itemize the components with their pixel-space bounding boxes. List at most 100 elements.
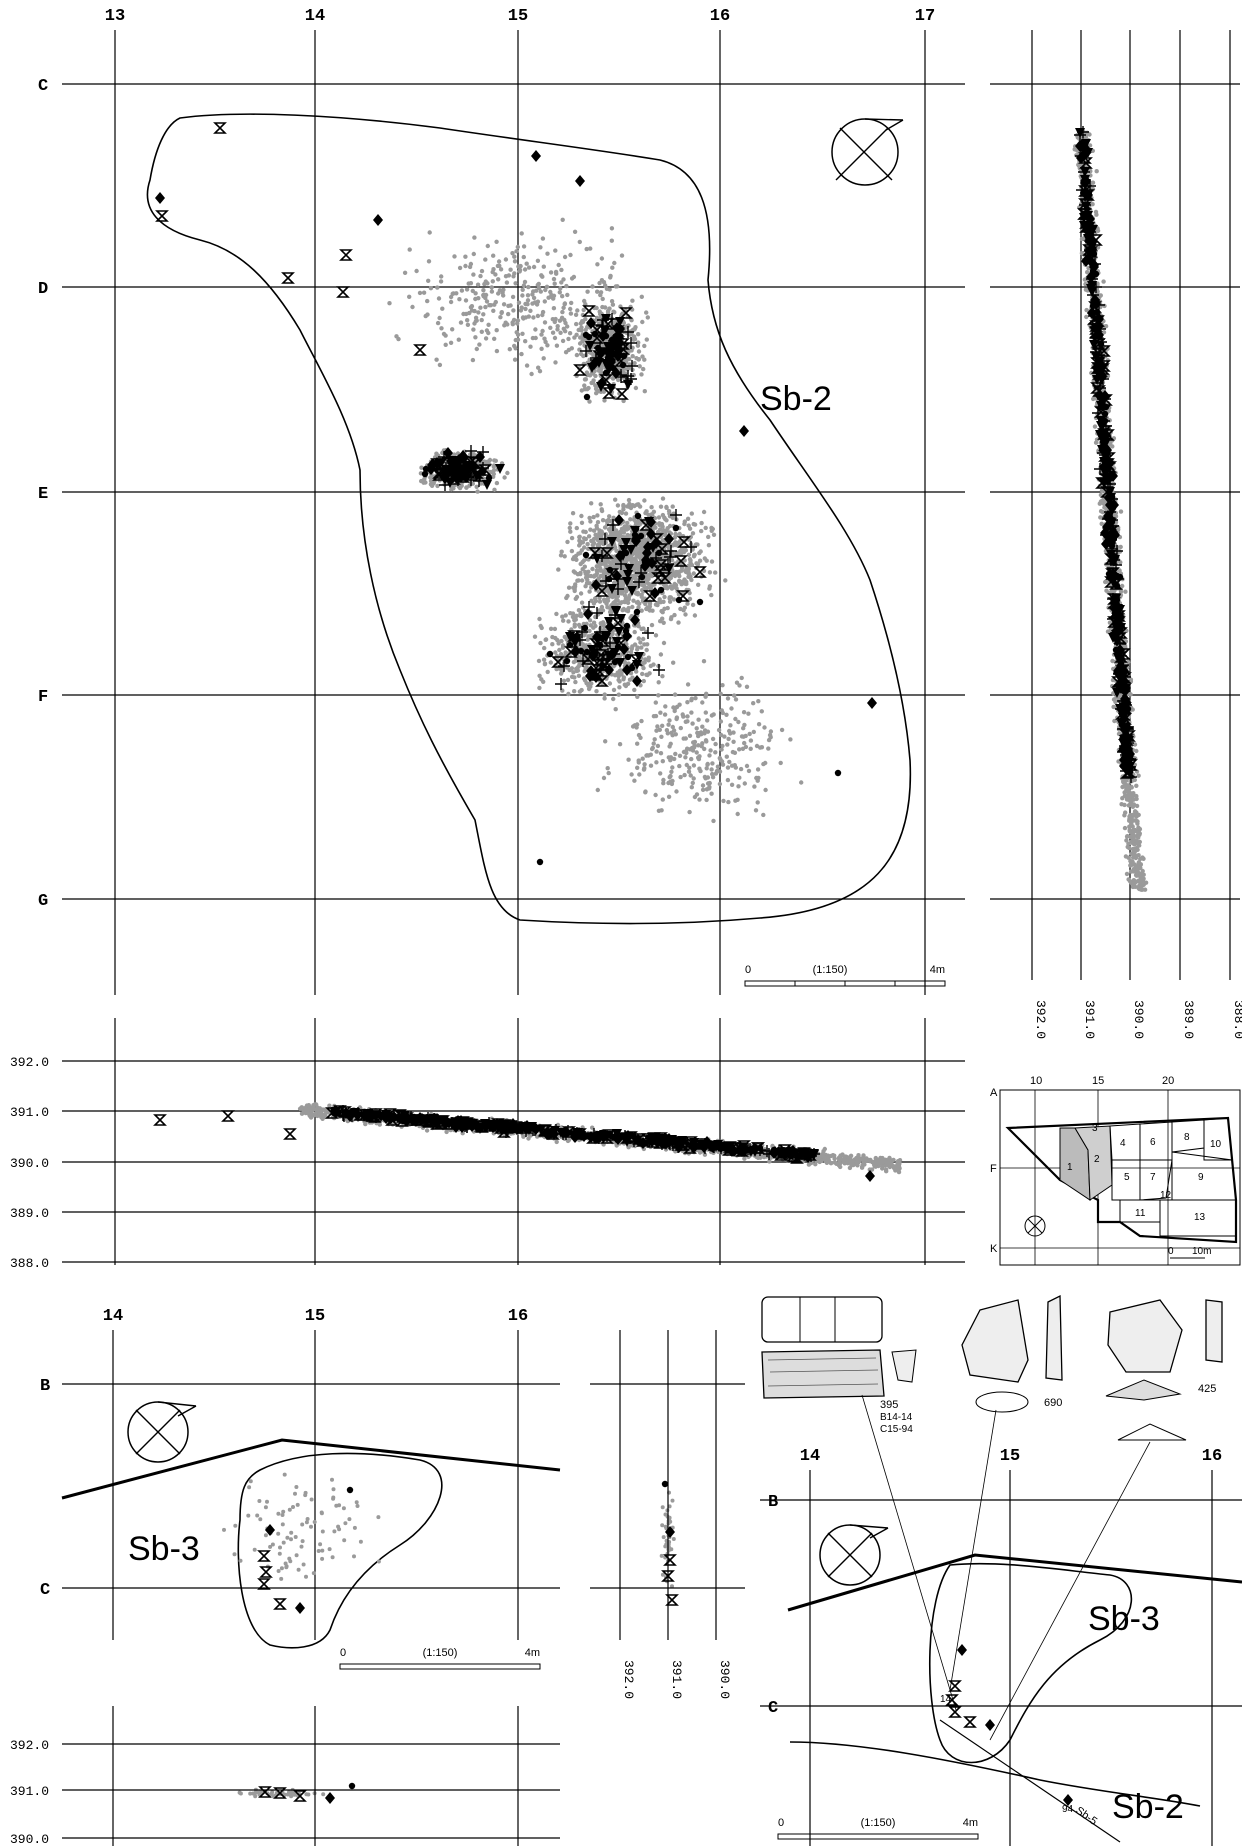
artifact-dot — [511, 308, 516, 313]
artifact-dot — [492, 487, 497, 492]
artifact-dot — [474, 484, 479, 489]
artifact-dot — [669, 730, 674, 735]
artifact-dot — [661, 599, 666, 604]
artifact-dot — [756, 722, 762, 727]
artifact-dot — [676, 620, 681, 625]
artifact-dot — [1142, 887, 1148, 892]
artifact-dot — [747, 731, 752, 737]
artifact-dot — [578, 351, 584, 357]
artifact-dot — [410, 304, 415, 310]
artifact-dot — [483, 304, 488, 310]
artifact-dot — [1118, 560, 1123, 565]
artifact-dot — [1140, 855, 1145, 860]
artifact-dot — [727, 728, 732, 734]
artifact-dot — [586, 686, 592, 692]
artifact-dot — [620, 608, 625, 613]
row-label-f: F — [38, 688, 48, 707]
artifact-dot — [548, 270, 554, 275]
artifact-dot — [560, 645, 566, 650]
artifact-dot — [658, 771, 663, 776]
artifact-dot — [541, 679, 546, 684]
artifact-dot — [443, 333, 448, 338]
artifact-dot — [544, 284, 550, 289]
artifact-dot — [725, 777, 731, 783]
artifact-marker — [281, 272, 295, 284]
artifact-dot — [512, 259, 518, 264]
artifact-dot — [648, 763, 654, 768]
artifact-dot — [668, 758, 673, 763]
artifact-dot — [583, 327, 588, 333]
artifact-dot — [558, 330, 563, 335]
artifact-dot — [697, 766, 702, 771]
artifact-dot — [515, 321, 520, 326]
artifact-dot — [440, 306, 445, 311]
artifact-dot — [673, 751, 678, 757]
artifact-dot — [583, 575, 589, 580]
side-profile-markers — [1074, 126, 1138, 783]
artifact-dot — [1072, 147, 1077, 152]
artifact-dot — [481, 312, 486, 317]
artifact-dot — [762, 725, 767, 730]
artifact-dot — [730, 749, 736, 755]
artifact-dot — [559, 267, 564, 273]
artifact-dot — [489, 285, 494, 290]
artifact-dot — [632, 778, 637, 783]
artifact-dot — [573, 582, 578, 587]
artifact-dot — [503, 274, 509, 279]
artifact-dot — [595, 262, 600, 267]
artifact-dot — [548, 626, 554, 631]
artifact-dot — [717, 781, 723, 787]
artifact-dot — [746, 768, 752, 774]
artifact-dot — [436, 296, 442, 301]
artifact-dot — [474, 346, 479, 352]
artifact-dot — [678, 549, 683, 554]
artifact-dot — [636, 605, 641, 610]
artifact-dot — [658, 751, 664, 756]
artifact-dot — [690, 780, 695, 786]
artifact-marker — [536, 858, 544, 866]
artifact-dot — [621, 507, 626, 512]
artifact-dot — [641, 767, 647, 772]
artifact-dot — [626, 605, 631, 611]
row-label-d: D — [38, 280, 48, 299]
artifact-dot — [479, 317, 484, 323]
artifact-dot — [565, 292, 570, 298]
artifact-dot — [558, 286, 563, 291]
artifact-dot — [541, 356, 546, 361]
artifact-dot — [579, 520, 585, 525]
artifact-dot — [668, 741, 673, 746]
artifact-dot — [607, 681, 613, 686]
artifact-dot — [640, 319, 645, 325]
artifact-dot — [616, 377, 621, 383]
artifact-dot — [635, 741, 640, 746]
artifact-dot — [602, 597, 607, 602]
artifact-dot — [566, 619, 571, 624]
artifact-dot — [660, 674, 665, 679]
artifact-dot — [788, 737, 793, 742]
artifact-dot — [597, 599, 603, 604]
artifact-dot — [524, 261, 529, 266]
artifact-dot — [1123, 589, 1128, 594]
artifact-dot — [668, 779, 673, 784]
artifact-dot — [596, 576, 601, 581]
artifact-dot — [571, 569, 576, 574]
artifact-dot — [637, 522, 642, 527]
artifact-dot — [591, 514, 596, 520]
artifact-dot — [476, 310, 481, 315]
artifact-dot — [524, 363, 530, 368]
artifact-dot — [651, 662, 656, 667]
artifact-dot — [1111, 697, 1117, 702]
artifact-dot — [523, 306, 528, 312]
artifact-dot — [666, 794, 672, 799]
artifact-dot — [659, 734, 664, 739]
artifact-dot — [575, 665, 581, 670]
artifact-dot — [562, 302, 567, 307]
artifact-dot — [1090, 180, 1096, 185]
artifact-dot — [561, 277, 566, 282]
artifact-dot — [667, 523, 673, 529]
artifact-dot — [744, 684, 750, 689]
artifact-dot — [703, 710, 708, 715]
artifact-dot — [690, 602, 696, 608]
artifact-dot — [456, 337, 461, 342]
artifact-dot — [710, 775, 716, 780]
